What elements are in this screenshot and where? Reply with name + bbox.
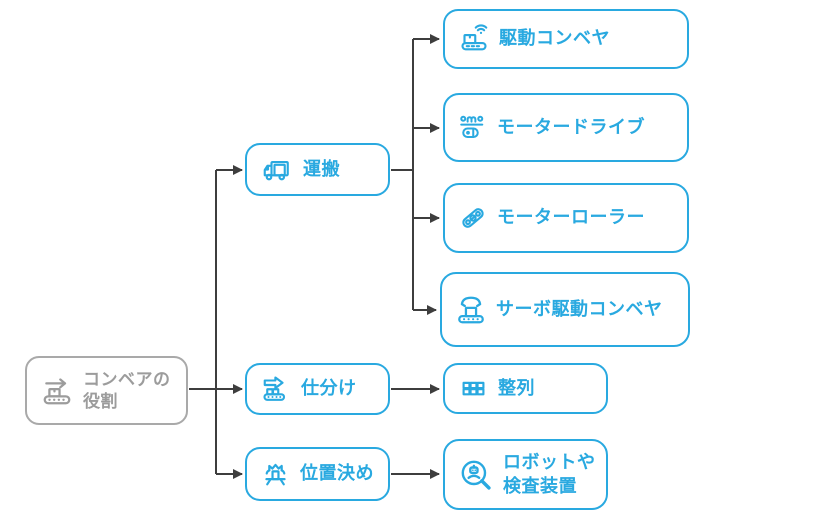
node-positioning: 位置決め [245, 447, 390, 501]
node-sorting: 仕分け [245, 363, 390, 415]
node-motor-roller: モーターローラー [443, 183, 689, 253]
conveyor-forward-icon [40, 375, 74, 407]
node-label: ロボットや検査装置 [503, 452, 596, 496]
node-robot-inspection: ロボットや検査装置 [443, 439, 608, 510]
node-label: 位置決め [300, 463, 374, 484]
servo-gripper-conveyor-icon [455, 294, 487, 326]
node-label: 運搬 [303, 158, 340, 179]
node-driven-conveyor: 駆動コンベヤ [443, 9, 689, 69]
node-motor-drive: モータードライブ [443, 93, 689, 162]
node-label: サーボ駆動コンベヤ [496, 298, 663, 319]
node-alignment: 整列 [443, 363, 608, 414]
motor-drive-icon [458, 113, 488, 143]
gripper-icon [260, 459, 291, 490]
node-transport: 運搬 [245, 143, 390, 196]
truck-icon [260, 155, 294, 185]
wireless-conveyor-icon [458, 24, 490, 54]
node-label: モーターローラー [497, 207, 645, 228]
node-label: モータードライブ [497, 116, 645, 137]
node-conveyor-role: コンベアの役割 [25, 356, 188, 425]
motor-roller-icon [458, 203, 488, 233]
node-label: 仕分け [301, 378, 357, 399]
node-label: 駆動コンベヤ [499, 28, 610, 49]
node-label: 整列 [498, 377, 535, 398]
sorting-conveyor-icon [260, 374, 292, 404]
alignment-grid-icon [458, 375, 489, 402]
node-label: コンベアの役割 [83, 369, 171, 411]
node-servo-driven-conveyor: サーボ駆動コンベヤ [440, 272, 690, 347]
robot-inspection-magnifier-icon [458, 457, 494, 493]
